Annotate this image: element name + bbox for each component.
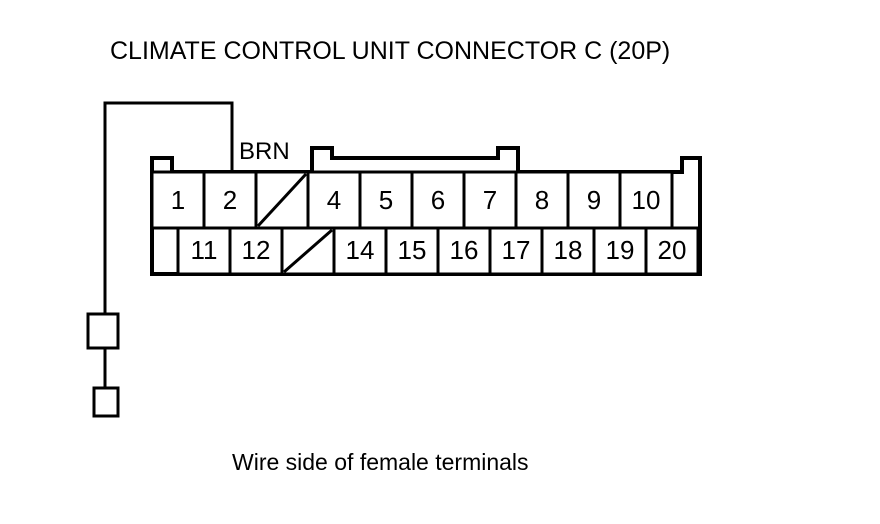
wire-lead-line <box>103 101 234 316</box>
pin-cell-20 <box>644 226 700 276</box>
pin-row-top: 1 2 4 5 6 7 8 9 10 <box>150 170 674 230</box>
pin-cell-16 <box>436 226 492 276</box>
pin-label-16: 16 <box>450 235 479 265</box>
diagram-caption: Wire side of female terminals <box>232 449 529 475</box>
pin-cell-13-slash <box>283 228 333 274</box>
pin-label-11: 11 <box>191 235 218 265</box>
pin-cell-10 <box>618 170 674 230</box>
pin-row-bottom: 11 12 14 15 16 17 18 19 20 <box>176 226 700 276</box>
pin-label-1: 1 <box>171 185 185 215</box>
pin-label-14: 14 <box>346 235 375 265</box>
pin-label-6: 6 <box>431 185 445 215</box>
pin-label-19: 19 <box>606 235 635 265</box>
pin-label-4: 4 <box>327 185 341 215</box>
pin-label-7: 7 <box>483 185 497 215</box>
pin-label-8: 8 <box>535 185 549 215</box>
pin-label-15: 15 <box>398 235 427 265</box>
pin-cell-11 <box>176 226 232 276</box>
pin-label-2: 2 <box>223 185 237 215</box>
pin-cell-3-slash <box>256 172 308 228</box>
pin-label-5: 5 <box>379 185 393 215</box>
terminal-symbol-lower <box>92 386 120 418</box>
pin-label-9: 9 <box>587 185 601 215</box>
pin-cell-17 <box>488 226 544 276</box>
pin-label-18: 18 <box>554 235 583 265</box>
terminal-symbol-upper <box>86 312 120 350</box>
pin-label-20: 20 <box>658 235 687 265</box>
pin-label-10: 10 <box>632 185 661 215</box>
page-title: CLIMATE CONTROL UNIT CONNECTOR C (20P) <box>110 37 670 65</box>
pin-cell-12 <box>228 226 284 276</box>
wire-color-label: BRN <box>239 138 290 165</box>
pin-cell-19 <box>592 226 648 276</box>
pin-label-17: 17 <box>502 235 531 265</box>
pin-label-12: 12 <box>242 235 271 265</box>
pin-cell-15 <box>384 226 440 276</box>
